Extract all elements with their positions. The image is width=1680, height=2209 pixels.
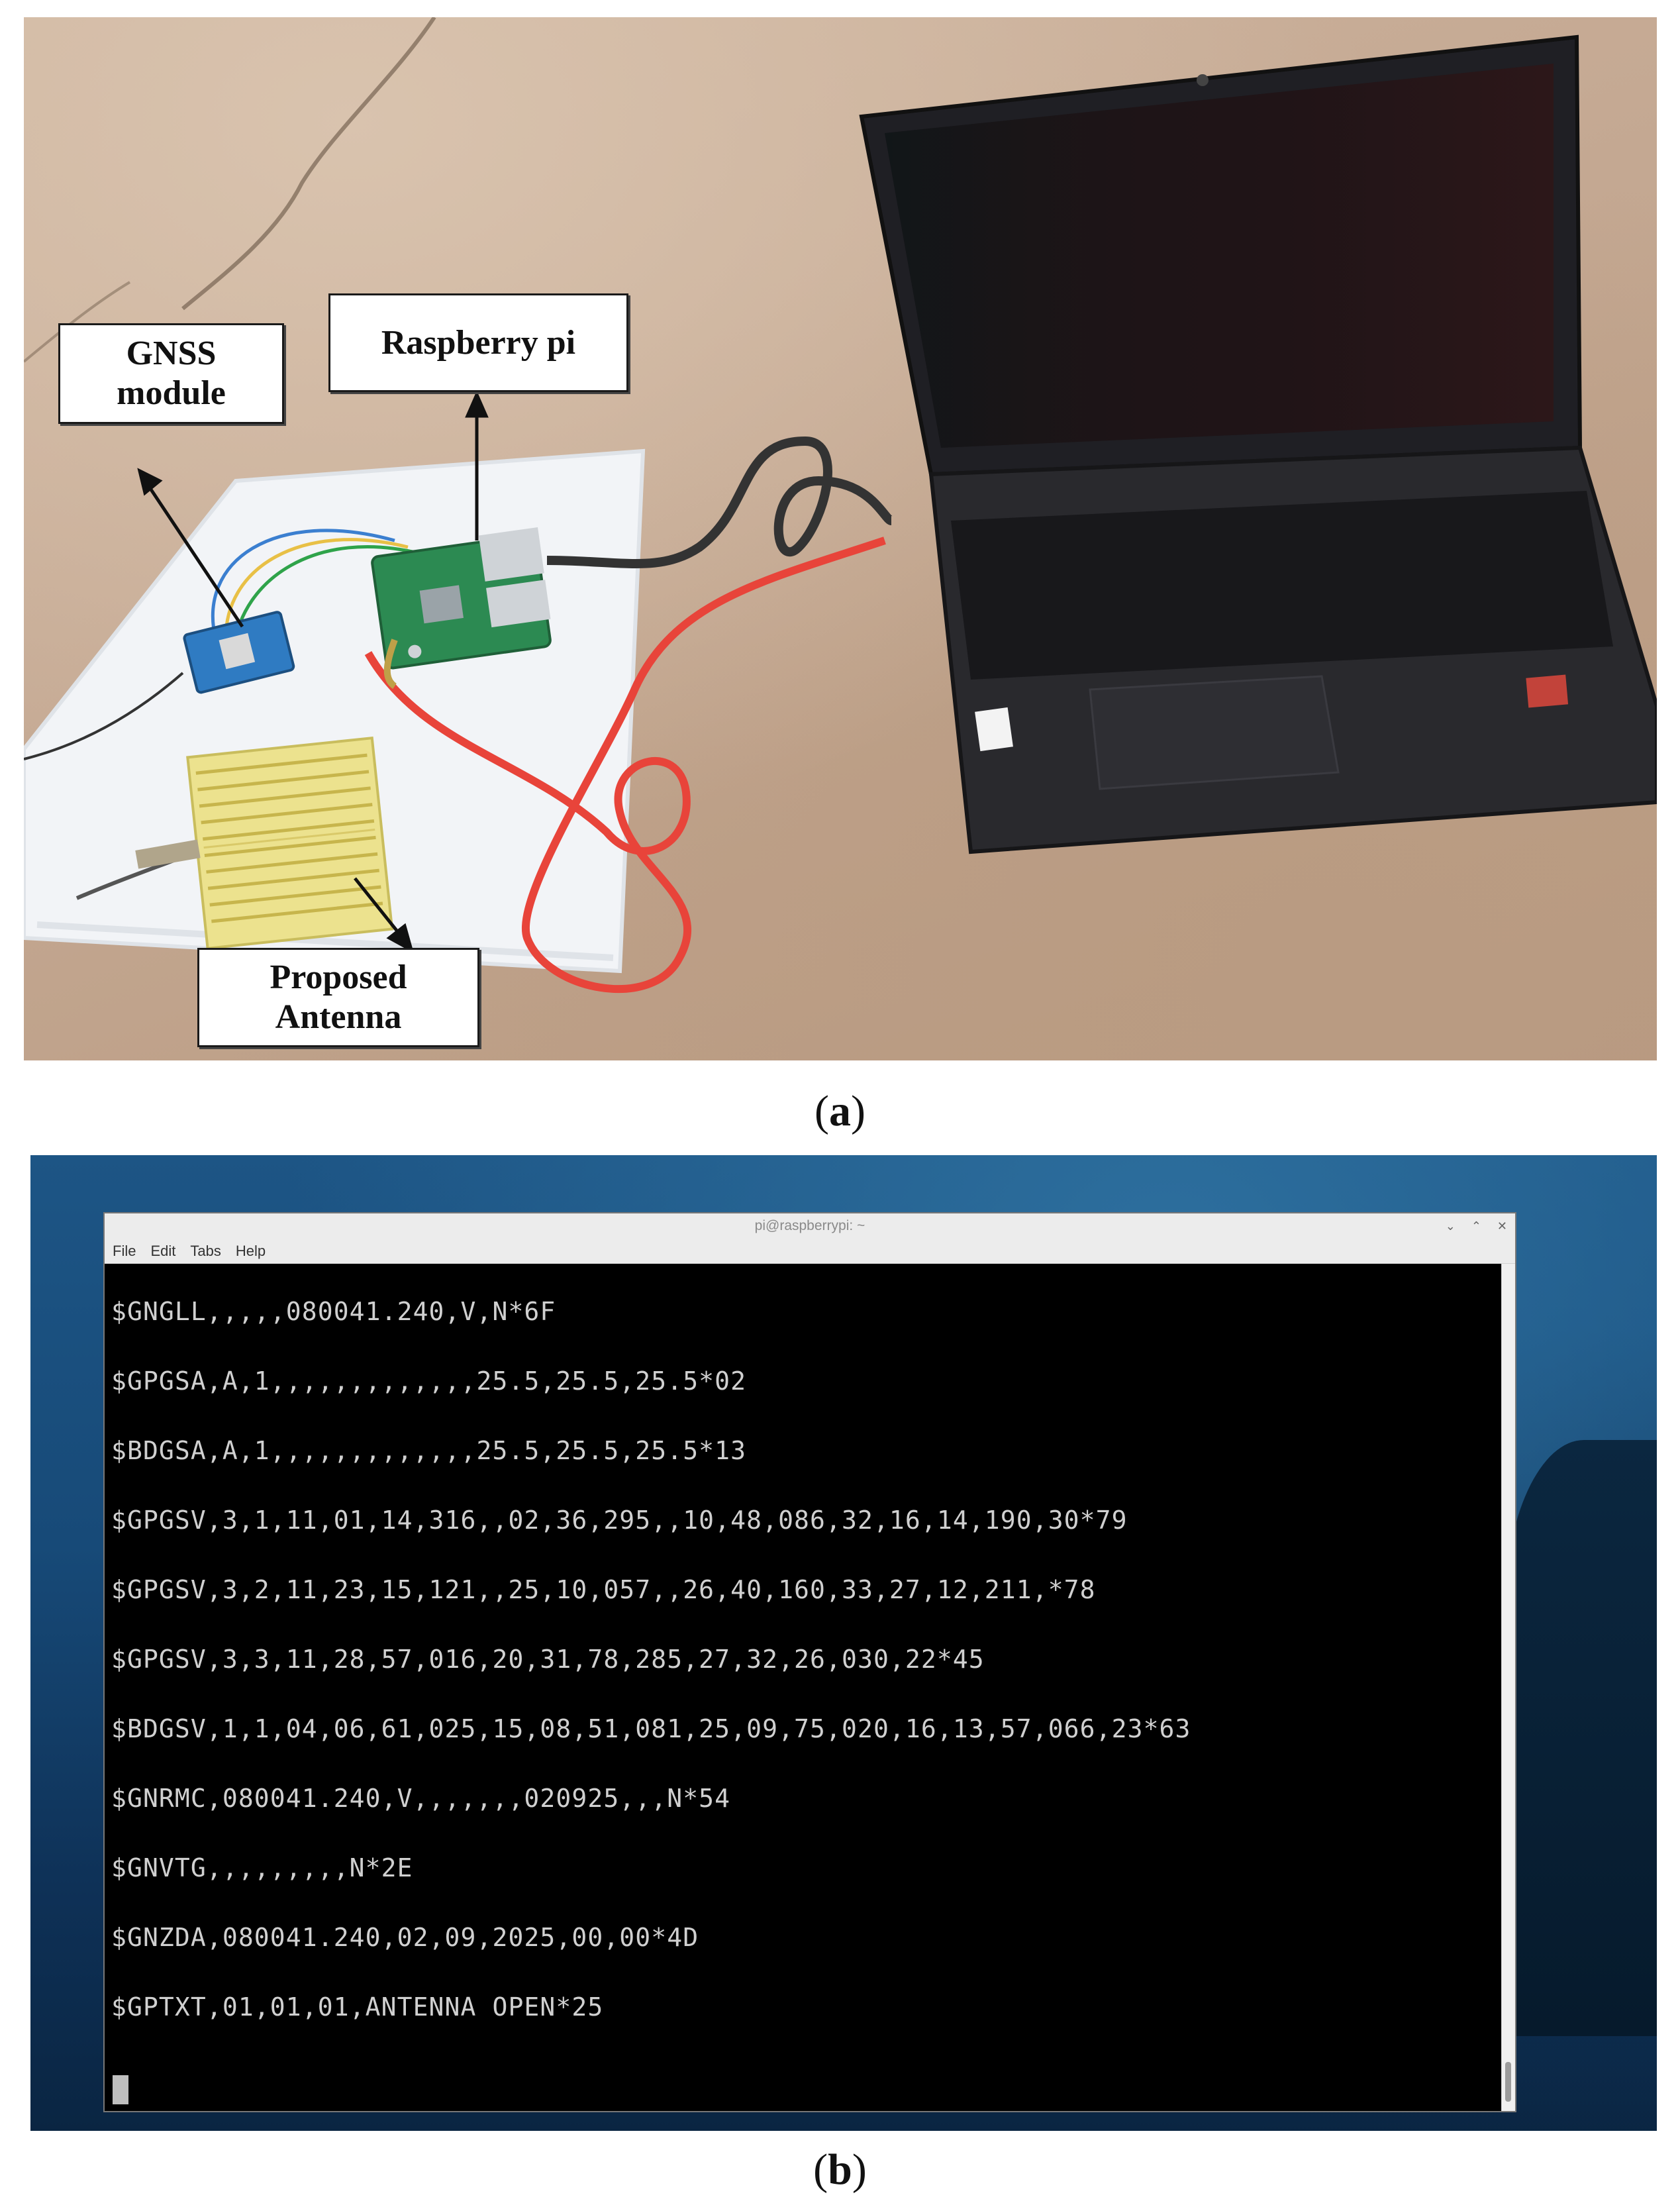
menu-help[interactable]: Help (235, 1242, 266, 1259)
caption-a-letter: a (829, 1087, 851, 1135)
terminal-output[interactable]: $GNGLL,,,,,080041.240,V,N*6F $GPGSA,A,1,… (105, 1264, 1502, 2111)
setup-photo: GNSS module Raspberry pi Proposed Antenn… (24, 17, 1657, 1060)
caption-b: (b) (813, 2145, 867, 2194)
raspberry-pi-label: Raspberry pi (328, 293, 628, 392)
gnss-module (183, 611, 295, 694)
terminal-window[interactable]: pi@raspberrypi: ~ ⌄ ⌃ ✕ File Edit Tabs H… (105, 1213, 1515, 2111)
terminal-line: $GPGSA,A,1,,,,,,,,,,,,,25.5,25.5,25.5*02 (111, 1366, 747, 1396)
minimize-icon[interactable]: ⌄ (1445, 1219, 1456, 1233)
terminal-line: $BDGSV,1,1,04,06,61,025,15,08,51,081,25,… (111, 1714, 1191, 1743)
maximize-icon[interactable]: ⌃ (1471, 1219, 1481, 1233)
caption-a: (a) (815, 1087, 865, 1135)
terminal-menubar: File Edit Tabs Help (105, 1239, 1515, 1264)
terminal-line: $BDGSA,A,1,,,,,,,,,,,,,25.5,25.5,25.5*13 (111, 1436, 747, 1465)
usb-cable (546, 436, 893, 568)
terminal-line: $GNGLL,,,,,080041.240,V,N*6F (111, 1297, 556, 1326)
raspberry-arrow (465, 390, 489, 540)
terminal-line: $GPGSV,3,3,11,28,57,016,20,31,78,285,27,… (111, 1645, 985, 1674)
antenna-label-line1: Proposed (270, 958, 407, 997)
close-icon[interactable]: ✕ (1497, 1219, 1507, 1233)
terminal-scrollbar[interactable] (1501, 1264, 1515, 2111)
desktop-hill-silhouette (1505, 1440, 1657, 2036)
window-controls: ⌄ ⌃ ✕ (1446, 1213, 1507, 1239)
menu-file[interactable]: File (113, 1242, 136, 1259)
terminal-line: $GNZDA,080041.240,02,09,2025,00,00*4D (111, 1923, 699, 1952)
gnss-label: GNSS module (58, 323, 284, 424)
terminal-titlebar[interactable]: pi@raspberrypi: ~ ⌄ ⌃ ✕ (105, 1213, 1515, 1239)
terminal-line: $GPGSV,3,1,11,01,14,316,,02,36,295,,10,4… (111, 1506, 1128, 1535)
terminal-line: $GPGSV,3,2,11,23,15,121,,25,10,057,,26,4… (111, 1575, 1096, 1604)
terminal-line: $GPTXT,01,01,01,ANTENNA OPEN*25 (111, 1992, 604, 2022)
laptop (859, 34, 1657, 854)
text-cursor (113, 2075, 128, 2104)
desktop-background: pi@raspberrypi: ~ ⌄ ⌃ ✕ File Edit Tabs H… (30, 1155, 1657, 2131)
menu-edit[interactable]: Edit (150, 1242, 176, 1259)
terminal-title: pi@raspberrypi: ~ (754, 1218, 865, 1233)
proposed-antenna-label: Proposed Antenna (197, 948, 479, 1047)
red-cable (364, 537, 886, 994)
scrollbar-thumb[interactable] (1505, 2062, 1511, 2102)
setup-photo-illustration (24, 17, 1657, 994)
antenna-arrow (354, 877, 414, 954)
terminal-line: $GNVTG,,,,,,,,,N*2E (111, 1853, 413, 1882)
menu-tabs[interactable]: Tabs (190, 1242, 221, 1259)
antenna-pcb (186, 736, 394, 950)
raspberry-pi-label-text: Raspberry pi (381, 323, 576, 362)
terminal-line: $GNRMC,080041.240,V,,,,,,,020925,,,N*54 (111, 1784, 731, 1813)
gnss-arrow (137, 468, 244, 628)
antenna-label-line2: Antenna (275, 998, 402, 1036)
raspberry-pi-board (371, 527, 552, 670)
gnss-label-line1: GNSS (126, 334, 217, 373)
gnss-label-line2: module (117, 374, 226, 412)
caption-b-letter: b (828, 2145, 852, 2194)
